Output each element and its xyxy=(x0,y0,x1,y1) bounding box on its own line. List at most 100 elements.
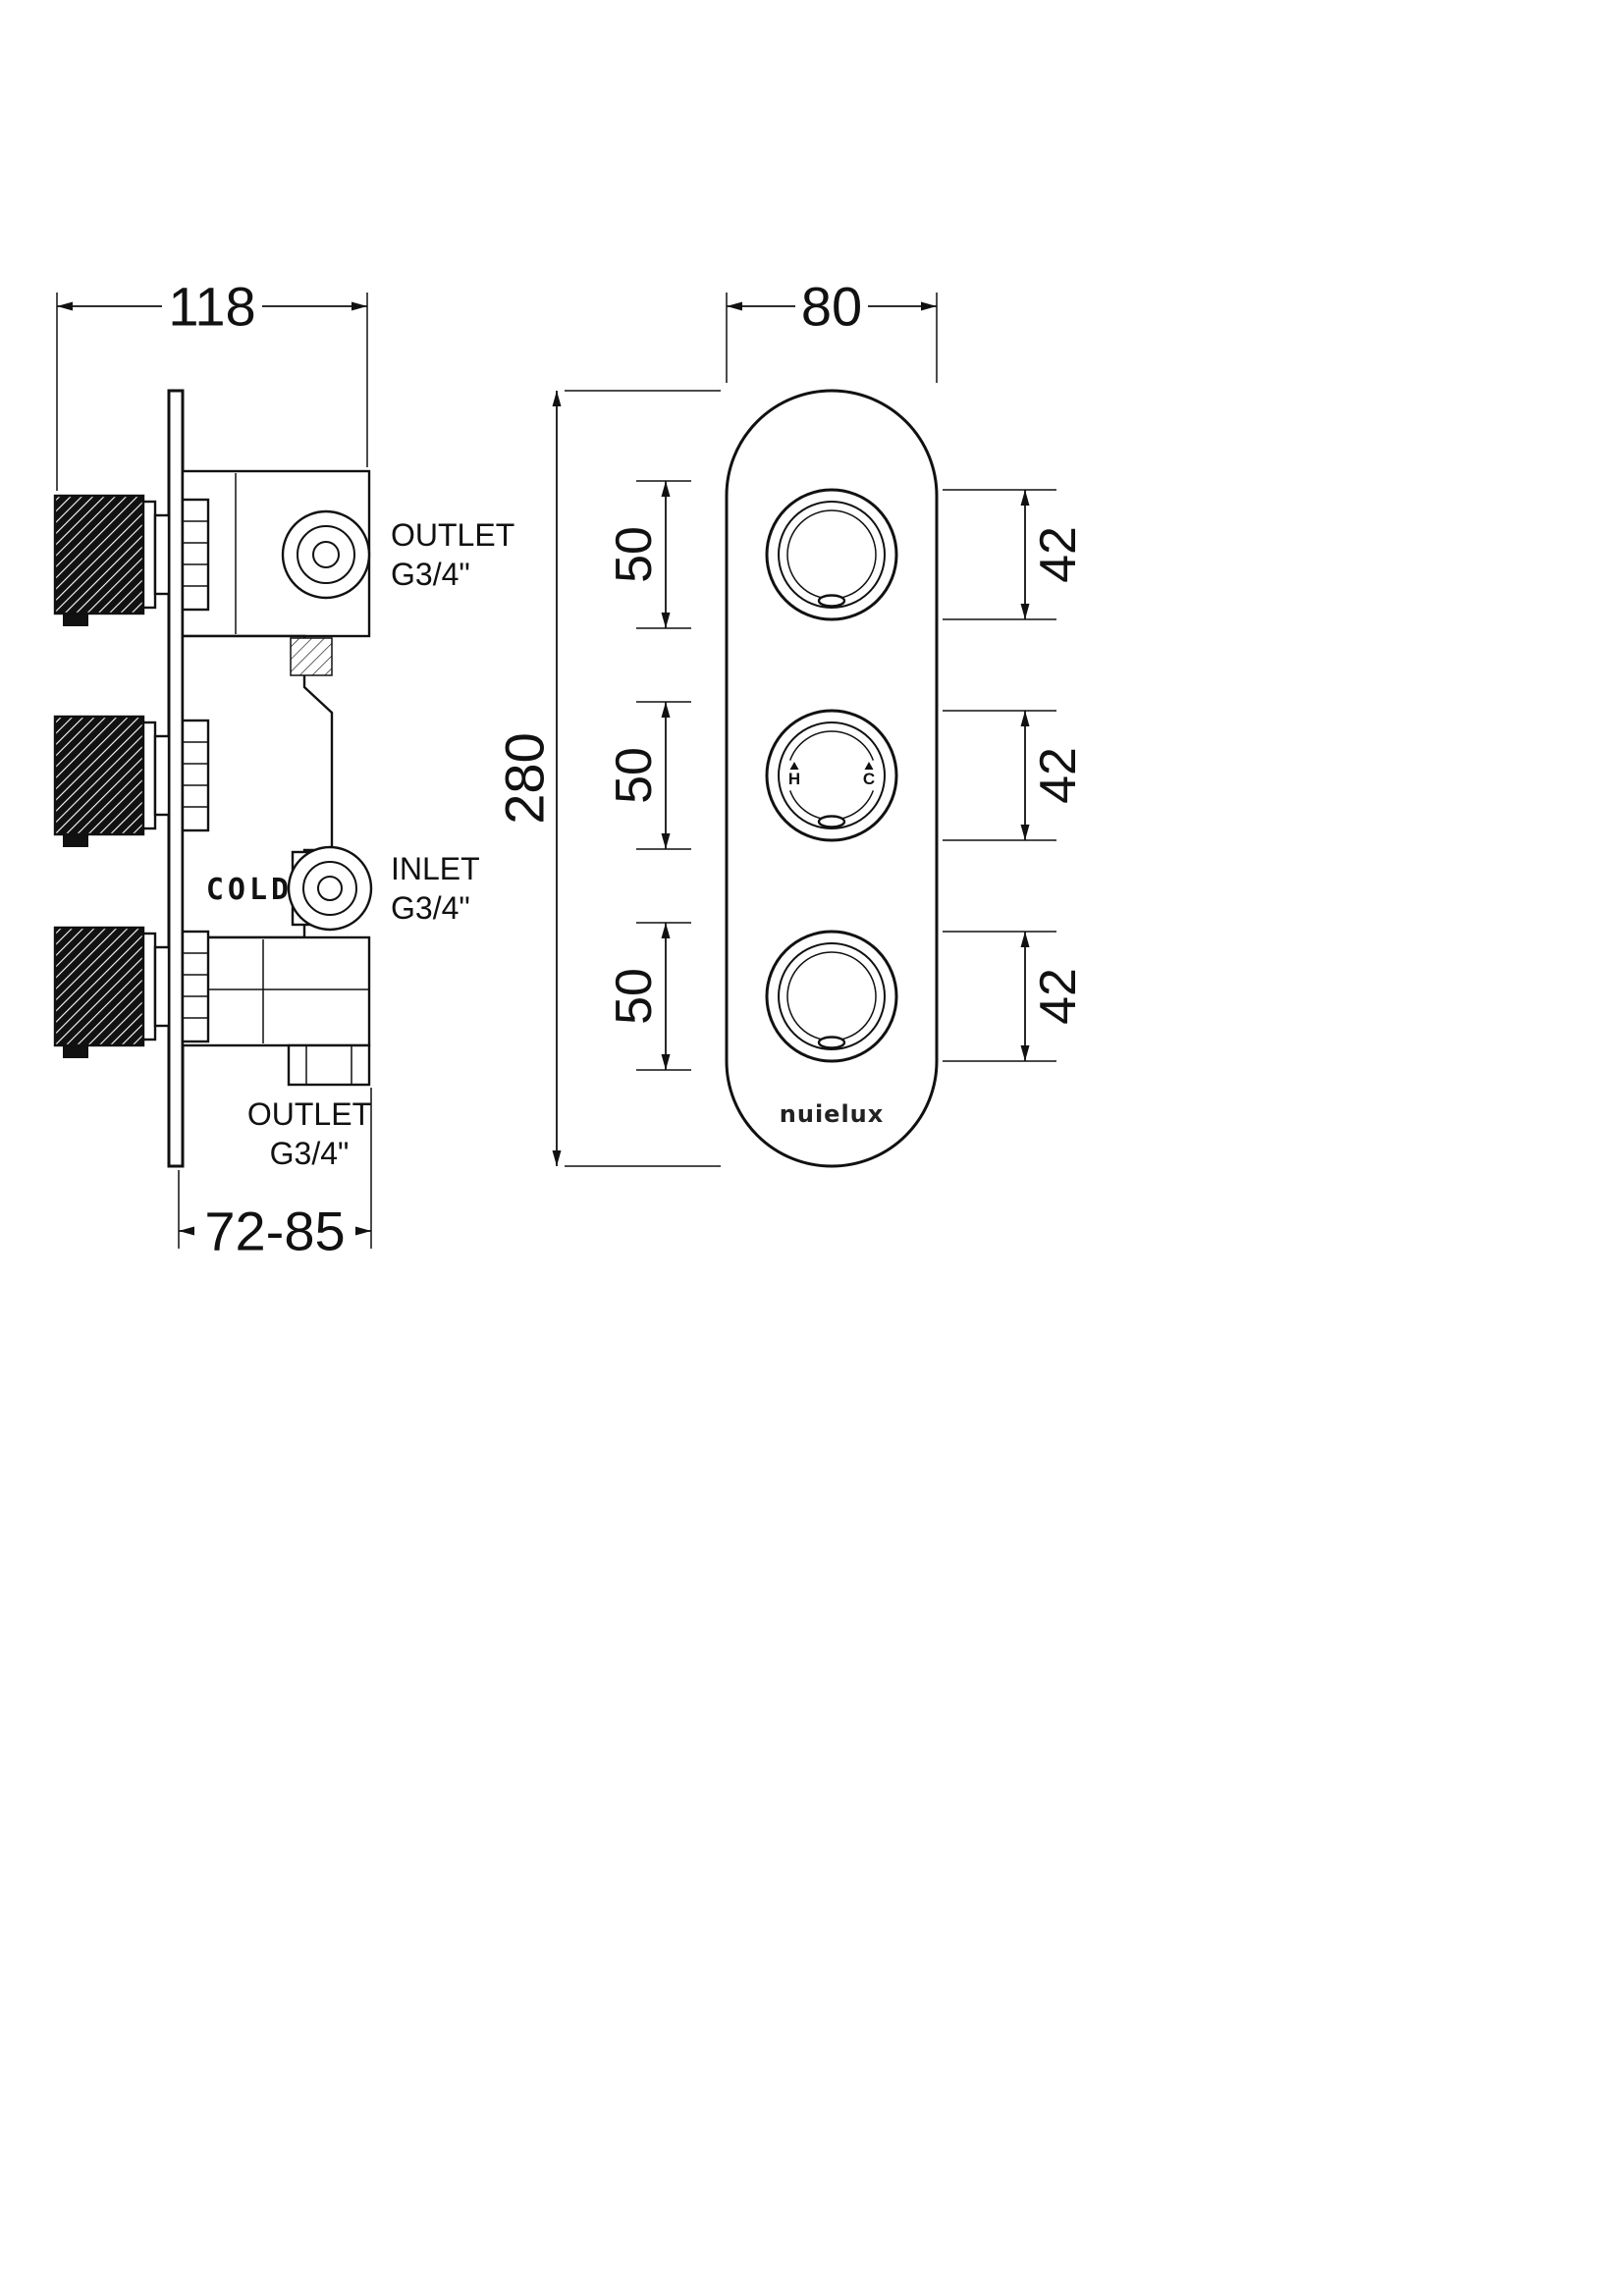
bottom-outlet-port xyxy=(287,1043,371,1087)
section-hatch-patch xyxy=(290,637,333,676)
arrowhead-down-icon xyxy=(661,1054,671,1070)
hot-arrow-icon xyxy=(789,762,799,770)
knob-nub xyxy=(63,1045,88,1058)
knob-ring xyxy=(778,501,886,609)
knob-side-top xyxy=(53,494,171,626)
arrowhead-up-icon xyxy=(1020,490,1030,506)
outlet-top-label-line1: OUTLET xyxy=(391,517,514,553)
knob-ring xyxy=(778,721,886,829)
valve-body xyxy=(181,469,371,1087)
cartridge-body xyxy=(181,498,210,612)
dimension-50-value: 50 xyxy=(606,747,663,804)
knob-notch xyxy=(817,815,846,828)
dimension-80-value: 80 xyxy=(801,276,862,338)
cold-label: COLD xyxy=(206,873,293,907)
dimension-72-85: 72-85 xyxy=(178,1088,372,1262)
knurled-handle xyxy=(53,926,145,1047)
brand-logo-text: nuielux xyxy=(780,1100,884,1128)
knob-nub xyxy=(63,834,88,847)
knob-nub xyxy=(63,614,88,626)
dimension-42-top: 42 xyxy=(943,489,1087,620)
dimension-42-middle: 42 xyxy=(943,710,1087,841)
arrowhead-up-icon xyxy=(1020,711,1030,726)
side-view: 118 xyxy=(53,276,514,1262)
temperature-scale-arc-top xyxy=(788,730,875,761)
dimension-50-value: 50 xyxy=(606,526,663,583)
knob-side-middle xyxy=(53,715,171,847)
wall-plate-side xyxy=(167,389,185,1168)
arrowhead-right-icon xyxy=(352,301,367,311)
knob-collar xyxy=(141,500,157,610)
knob-notch xyxy=(817,594,846,608)
arrowhead-down-icon xyxy=(1020,604,1030,619)
outlet-top-port xyxy=(281,509,371,600)
knob-collar xyxy=(141,932,157,1041)
knob-outer-circle xyxy=(765,709,898,842)
arrowhead-down-icon xyxy=(661,833,671,849)
arrowhead-left-icon xyxy=(179,1226,194,1236)
knob-front-bottom xyxy=(765,930,898,1063)
arrowhead-up-icon xyxy=(661,923,671,938)
knob-collar xyxy=(141,721,157,830)
cold-arrow-icon xyxy=(864,762,874,770)
arrowhead-up-icon xyxy=(661,702,671,718)
inlet-label-line1: INLET xyxy=(391,851,480,886)
arrowhead-down-icon xyxy=(552,1150,562,1166)
knob-notch xyxy=(817,1036,846,1049)
outlet-bottom-label-line2: G3/4" xyxy=(270,1136,350,1171)
arrowhead-left-icon xyxy=(57,301,73,311)
port-inner-circle xyxy=(312,541,340,568)
port-outer-circle xyxy=(281,509,371,600)
dimension-118: 118 xyxy=(56,276,368,491)
label-outlet-bottom: OUTLET G3/4" xyxy=(247,1096,371,1171)
outlet-bottom-label-line1: OUTLET xyxy=(247,1096,371,1132)
arrowhead-left-icon xyxy=(727,301,742,311)
dimension-118-value: 118 xyxy=(168,276,255,338)
cartridge-body xyxy=(181,930,210,1043)
label-outlet-top: OUTLET G3/4" xyxy=(391,517,514,592)
dimension-280-value: 280 xyxy=(494,732,556,824)
hot-marking: H xyxy=(788,770,800,788)
arrowhead-down-icon xyxy=(1020,825,1030,840)
dimension-80: 80 xyxy=(726,276,938,383)
knob-stem xyxy=(153,734,171,817)
arrowhead-right-icon xyxy=(355,1226,371,1236)
knurled-handle xyxy=(53,715,145,836)
port-outer-circle xyxy=(287,845,373,932)
knurled-handle xyxy=(53,494,145,615)
cold-marking: C xyxy=(863,770,875,788)
cartridge-stack-bottom xyxy=(181,930,210,1043)
knob-stem xyxy=(153,513,171,596)
arrowhead-up-icon xyxy=(1020,932,1030,947)
arrowhead-up-icon xyxy=(661,481,671,497)
knob-side-bottom xyxy=(53,926,171,1058)
label-inlet: INLET G3/4" xyxy=(391,851,480,926)
knob-ring xyxy=(778,942,886,1050)
dimension-72-85-value: 72-85 xyxy=(204,1201,345,1262)
valve-body-bottom-housing xyxy=(181,935,371,1047)
dimension-42-value: 42 xyxy=(1030,747,1087,804)
knob-outer-circle xyxy=(765,930,898,1063)
dimension-50-value: 50 xyxy=(606,968,663,1025)
dimension-50-bottom: 50 xyxy=(606,922,691,1071)
dimension-50-middle: 50 xyxy=(606,701,691,850)
arrowhead-down-icon xyxy=(1020,1045,1030,1061)
port-inner-circle xyxy=(317,876,343,901)
knob-outer-circle xyxy=(765,488,898,621)
knob-stem xyxy=(153,945,171,1028)
cartridge-body xyxy=(181,719,210,832)
arrowhead-down-icon xyxy=(661,613,671,628)
dimension-42-value: 42 xyxy=(1030,526,1087,583)
inlet-port xyxy=(287,845,373,932)
arrowhead-up-icon xyxy=(552,391,562,406)
outlet-top-label-line2: G3/4" xyxy=(391,557,470,592)
dimension-280: 280 xyxy=(494,390,721,1167)
inlet-label-line2: G3/4" xyxy=(391,890,470,926)
dimension-42-value: 42 xyxy=(1030,968,1087,1025)
front-view: 80 H C nu xyxy=(494,276,1087,1168)
knob-front-middle: H C xyxy=(765,709,898,842)
dimension-50-top: 50 xyxy=(606,480,691,629)
cartridge-stack-middle xyxy=(181,719,210,832)
